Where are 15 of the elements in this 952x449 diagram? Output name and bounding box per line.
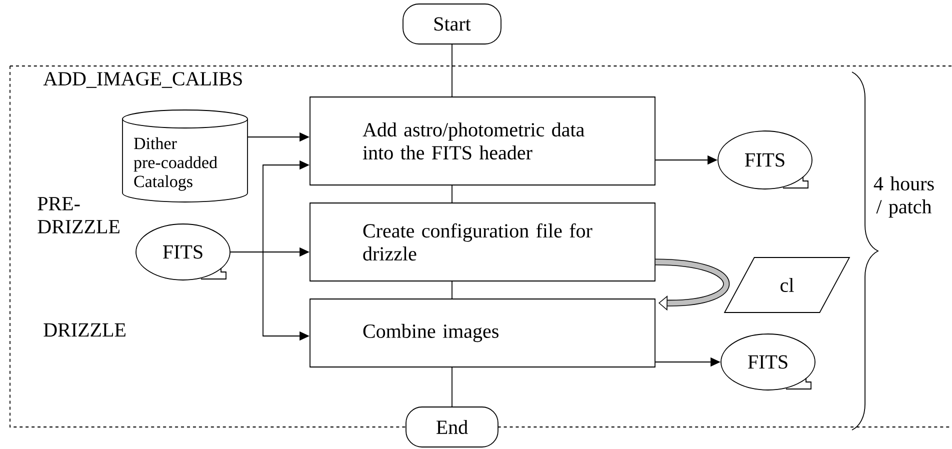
- process-box: Create configuration file for drizzle: [310, 202, 656, 282]
- stage-label: ADD_IMAGE_CALIBS: [43, 72, 242, 88]
- data-bubble: FITS: [136, 224, 230, 280]
- block-arrow: [655, 258, 730, 311]
- database-cylinder: Dither pre-coadded Catalogs: [122, 110, 248, 202]
- node-label: End: [436, 420, 468, 434]
- stage-label: DRIZZLE: [44, 323, 126, 337]
- terminal-box: End: [406, 406, 498, 448]
- duration-label: 4 hours / patch: [874, 176, 934, 218]
- terminal-box: Start: [402, 4, 502, 44]
- process-box: Combine images: [310, 298, 656, 368]
- data-bubble: FITS: [718, 130, 812, 190]
- stage-label: PRE- DRIZZLE: [38, 197, 120, 234]
- data-bubble: FITS: [720, 334, 816, 390]
- process-box: Add astro/photometric data into the FITS header: [310, 96, 656, 186]
